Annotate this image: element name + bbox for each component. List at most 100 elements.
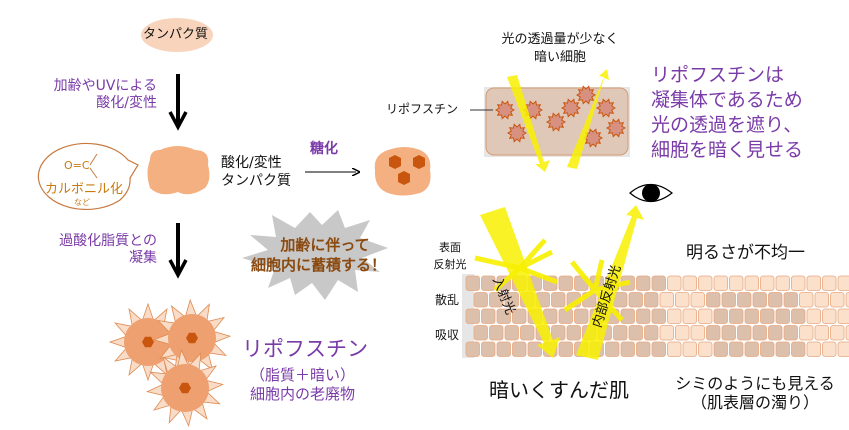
explain-line3: 光の透過を遮り、 bbox=[651, 114, 803, 136]
uneven-brightness-label: 明るさが不均一 bbox=[686, 243, 805, 263]
burst-shape bbox=[242, 210, 388, 300]
skin-cell bbox=[628, 325, 643, 341]
skin-cell bbox=[481, 275, 496, 291]
explain-line4: 細胞を暗く見せる bbox=[651, 139, 804, 161]
skin-cell bbox=[667, 308, 682, 324]
oxidized-protein-blob bbox=[147, 146, 210, 195]
skin-cell bbox=[837, 341, 849, 357]
skin-cell bbox=[682, 275, 697, 291]
step2-label-line1: 過酸化脂質との bbox=[59, 233, 157, 249]
speech-bubble bbox=[37, 142, 139, 210]
lipofuscin-sub2: 細胞内の老廃物 bbox=[249, 385, 355, 403]
skin-cell bbox=[651, 275, 666, 291]
lipofuscin-particle bbox=[494, 100, 516, 120]
skin-cell bbox=[744, 341, 759, 357]
skin-cell bbox=[667, 341, 682, 357]
explain-line2: 凝集体であるため bbox=[651, 89, 803, 111]
burst-text-line2: 細胞内に蓄積する！ bbox=[251, 256, 387, 274]
step1-label-line1: 加齢やUVによる bbox=[53, 78, 157, 94]
skin-cell bbox=[690, 292, 705, 308]
carbonyl-note: など bbox=[74, 198, 90, 207]
skin-cell bbox=[628, 292, 643, 308]
explain-line1: リポフスチンは bbox=[651, 64, 785, 86]
lipofuscin-particle bbox=[595, 98, 617, 118]
skin-cell bbox=[613, 325, 628, 341]
eye-icon bbox=[629, 183, 673, 203]
skin-cell bbox=[504, 325, 519, 341]
down-arrow-2 bbox=[168, 223, 188, 279]
skin-cell bbox=[698, 308, 713, 324]
skin-cell bbox=[760, 341, 775, 357]
skin-cell bbox=[775, 308, 790, 324]
lipofuscin-particle bbox=[575, 85, 597, 105]
skin-cell bbox=[667, 275, 682, 291]
skin-cell bbox=[473, 325, 488, 341]
skin-cell bbox=[465, 308, 480, 324]
incident-light-arrow bbox=[480, 207, 560, 358]
skin-cell bbox=[690, 325, 705, 341]
glycation-label: 糖化 bbox=[310, 141, 338, 157]
skin-cell bbox=[706, 292, 721, 308]
light-out-arrow-small bbox=[567, 69, 609, 169]
skin-cell bbox=[760, 275, 775, 291]
skin-cell bbox=[799, 325, 814, 341]
step2-label-line2: 凝集 bbox=[129, 250, 157, 266]
skin-cell bbox=[512, 308, 527, 324]
skin-cell bbox=[659, 325, 674, 341]
skin-cell bbox=[675, 292, 690, 308]
skin-cell bbox=[489, 325, 504, 341]
skin-cell bbox=[721, 292, 736, 308]
skin-cell bbox=[737, 325, 752, 341]
lipofuscin-particles bbox=[494, 85, 627, 148]
protein-ellipse bbox=[141, 18, 213, 52]
hexagons bbox=[389, 155, 425, 185]
lipofuscin-particle bbox=[560, 98, 582, 118]
cell-caption-line1: 光の透過量が少なく bbox=[501, 32, 619, 47]
glycated-protein-blob bbox=[374, 147, 431, 196]
skin-cell bbox=[620, 341, 635, 357]
skin-cell bbox=[806, 275, 821, 291]
surface-reflect-line1: 表面 bbox=[439, 241, 461, 254]
skin-cell bbox=[651, 308, 666, 324]
skin-cell bbox=[768, 325, 783, 341]
skin-cell bbox=[496, 308, 511, 324]
skin-cell bbox=[822, 341, 837, 357]
skin-cell bbox=[721, 325, 736, 341]
skin-cell bbox=[644, 292, 659, 308]
skin-cell bbox=[799, 292, 814, 308]
lipofuscin-granule bbox=[145, 348, 225, 428]
lipofuscin-pointer-label: リポフスチン bbox=[386, 102, 459, 116]
carbonyl-bonds bbox=[89, 153, 98, 179]
lipofuscin-cluster bbox=[108, 298, 232, 428]
scatter-arrows bbox=[474, 238, 631, 322]
skin-cell bbox=[682, 341, 697, 357]
skin-cell bbox=[636, 275, 651, 291]
skin-cell bbox=[473, 292, 488, 308]
skin-cell bbox=[713, 341, 728, 357]
internal-reflection-arrow bbox=[576, 205, 644, 360]
skin-cell bbox=[775, 275, 790, 291]
skin-cell bbox=[682, 308, 697, 324]
skin-cell bbox=[729, 275, 744, 291]
skin-cell bbox=[675, 325, 690, 341]
oxidized-protein-line2: タンパク質 bbox=[221, 173, 291, 189]
skin-cell bbox=[558, 308, 573, 324]
skin-cell bbox=[752, 292, 767, 308]
skin-cell bbox=[845, 292, 849, 308]
skin-cell bbox=[837, 308, 849, 324]
skin-cell bbox=[698, 275, 713, 291]
skin-cell bbox=[527, 341, 542, 357]
skin-cell bbox=[636, 308, 651, 324]
skin-cell bbox=[806, 308, 821, 324]
skin-cell bbox=[845, 325, 849, 341]
skin-cell bbox=[830, 325, 845, 341]
skin-cell bbox=[806, 341, 821, 357]
spot-line2: （肌表層の濁り） bbox=[690, 393, 819, 412]
skin-cell bbox=[768, 292, 783, 308]
skin-cell bbox=[729, 308, 744, 324]
skin-cell bbox=[481, 308, 496, 324]
skin-cell bbox=[791, 341, 806, 357]
skin-cell bbox=[636, 341, 651, 357]
surface-reflect-line2: 反射光 bbox=[433, 258, 467, 271]
